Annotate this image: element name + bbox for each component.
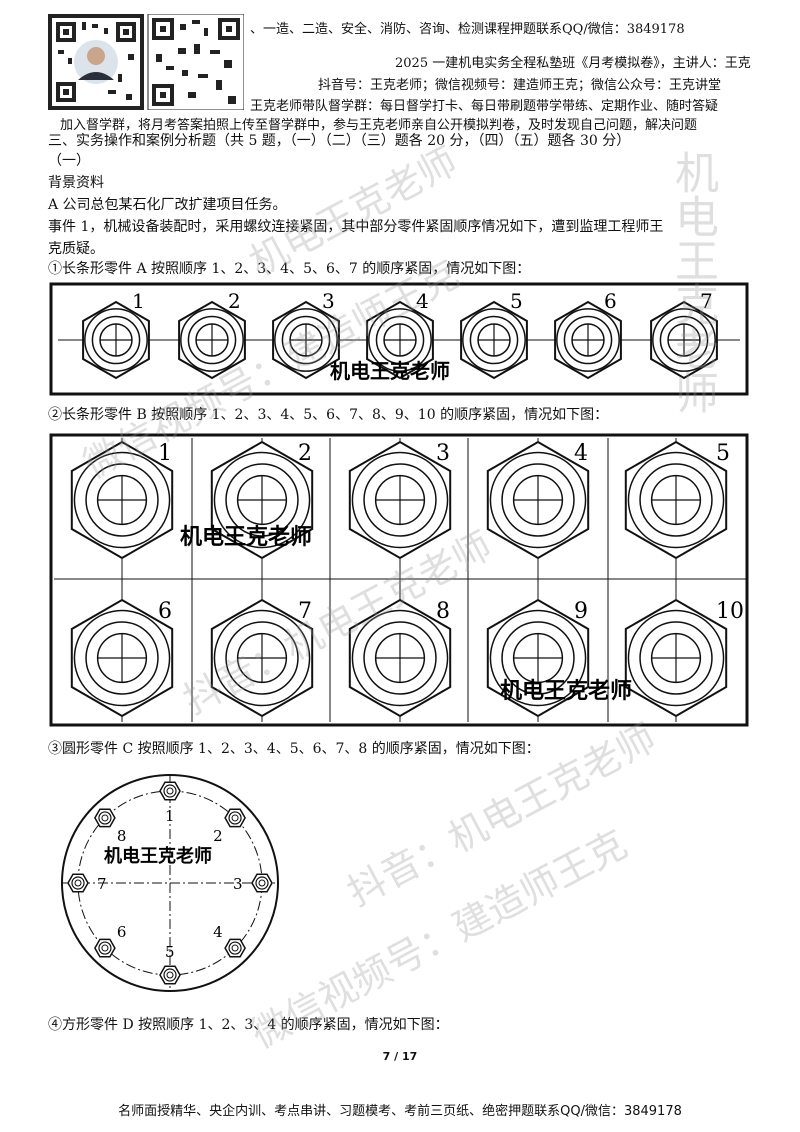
header-line-4: 加入督学群，将月考答案拍照上传至督学群中，参与王克老师亲自公开模拟判卷，及时发现…	[60, 118, 698, 133]
figure-a-bolt-7	[650, 300, 718, 380]
figure-b-bolt-1	[70, 440, 174, 560]
question-2: ②长条形零件 B 按照顺序 1、2、3、4、5、6、7、8、9、10 的顺序紧固…	[48, 407, 609, 423]
figure-b-label-4: 4	[574, 441, 588, 466]
figure-b-bolt-7	[210, 598, 314, 718]
figure-b-label-8: 8	[436, 599, 450, 624]
figure-a-label-1: 1	[132, 289, 145, 313]
figure-a: 1 2 3 4 5 6 7 机电王克老师	[49, 282, 749, 396]
figure-c-bolt-1	[159, 781, 181, 801]
figure-c-bolt-6	[94, 938, 116, 958]
figure-a-label-3: 3	[322, 289, 335, 313]
figure-b-label-7: 7	[298, 599, 312, 624]
figure-c-label-4: 4	[213, 923, 223, 941]
figure-a-bolt-2	[178, 300, 246, 380]
page-number: 7 / 17	[382, 1050, 418, 1063]
figure-b-label-9: 9	[574, 599, 588, 624]
figure-b-bolt-5	[624, 440, 728, 560]
figure-c-bolt-8	[94, 808, 116, 828]
figure-c-bolt-3	[251, 873, 273, 893]
figure-b-watermark-1: 机电王克老师	[180, 524, 312, 550]
figure-b-frame	[49, 433, 749, 727]
paragraph-2b: 克质疑。	[48, 241, 104, 257]
figure-b-bolt-9	[486, 598, 590, 718]
footer-contact: 名师面授精华、央企内训、考点串讲、习题模考、考前三页纸、绝密押题联系QQ/微信：…	[118, 1104, 682, 1119]
question-1: ①长条形零件 A 按照顺序 1、2、3、4、5、6、7 的顺序紧固，情况如下图：	[48, 261, 531, 277]
figure-b-bolt-6	[70, 598, 174, 718]
figure-a-bolt-4	[366, 300, 434, 380]
figure-b-label-3: 3	[436, 441, 450, 466]
figure-b-bolt-2	[210, 440, 314, 560]
figure-a-label-4: 4	[416, 289, 429, 313]
figure-c-label-1: 1	[165, 807, 175, 825]
figure-a-bolt-1	[82, 300, 150, 380]
figure-c-bolt-5	[159, 965, 181, 985]
figure-b-label-10: 10	[716, 599, 744, 624]
figure-b-watermark-2: 机电王克老师	[500, 678, 632, 704]
figure-b-bolt-8	[348, 598, 452, 718]
header-line-2: 抖音号：王克老师；微信视频号：建造师王克；微信公众号：王克讲堂	[318, 78, 722, 93]
figure-c-label-3: 3	[233, 875, 243, 893]
figure-b-label-6: 6	[158, 599, 172, 624]
qr-code-block	[48, 13, 245, 111]
figure-c-label-2: 2	[213, 827, 223, 845]
qr-code-image	[48, 13, 245, 111]
figure-a-bolt-5	[460, 300, 528, 380]
figure-b-label-1: 1	[158, 441, 172, 466]
section-sub: （一）	[48, 153, 90, 169]
figure-c-bolt-2	[224, 808, 246, 828]
question-4: ④方形零件 D 按照顺序 1、2、3、4 的顺序紧固，情况如下图：	[48, 1017, 449, 1033]
header-line-3: 王克老师带队督学群：每日督学打卡、每日带刷题带学带练、定期作业、随时答疑	[250, 99, 719, 114]
figure-c-bolt-4	[224, 938, 246, 958]
figure-b-bolt-10	[624, 598, 728, 718]
figure-b-bolt-3	[348, 440, 452, 560]
section-title: 三、实务操作和案例分析题（共 5 题，（一）（二）（三）题各 20 分，（四）（…	[48, 133, 631, 149]
figure-a-label-7: 7	[700, 289, 713, 313]
figure-a-label-2: 2	[228, 289, 241, 313]
figure-a-watermark: 机电王克老师	[330, 359, 450, 383]
figure-a-bolt-3	[272, 300, 340, 380]
figure-c-label-7: 7	[97, 875, 107, 893]
paragraph-2a: 事件 1，机械设备装配时，采用螺纹连接紧固，其中部分零件紧固顺序情况如下，遭到监…	[48, 219, 664, 235]
figure-b: 1 2 3 4 5 6 7 8 9 10 机电王克老师 机电王克老师	[49, 433, 749, 727]
figure-c-label-8: 8	[117, 827, 127, 845]
question-3: ③圆形零件 C 按照顺序 1、2、3、4、5、6、7、8 的顺序紧固，情况如下图…	[48, 741, 540, 757]
figure-a-label-6: 6	[604, 289, 617, 313]
background-heading: 背景资料	[48, 175, 104, 191]
figure-c-label-5: 5	[165, 943, 175, 961]
figure-c: 1 2 3 4 5 6 7 8 机电王克老师	[61, 774, 279, 992]
header-line-1: 2025 一建机电实务全程私塾班《月考模拟卷》，主讲人：王克	[395, 56, 751, 71]
figure-a-bolt-6	[554, 300, 622, 380]
paragraph-1: A 公司总包某石化厂改扩建项目任务。	[48, 197, 287, 213]
figure-c-bolt-7	[67, 873, 89, 893]
figure-b-label-5: 5	[716, 441, 730, 466]
figure-b-label-2: 2	[298, 441, 312, 466]
figure-a-frame	[49, 282, 749, 396]
figure-b-bolt-4	[486, 440, 590, 560]
figure-a-label-5: 5	[510, 289, 523, 313]
figure-c-label-6: 6	[117, 923, 127, 941]
figure-c-watermark: 机电王克老师	[104, 845, 212, 867]
header-banner: 、一造、二造、安全、消防、咨询、检测课程押题联系QQ/微信：3849178	[250, 22, 685, 37]
